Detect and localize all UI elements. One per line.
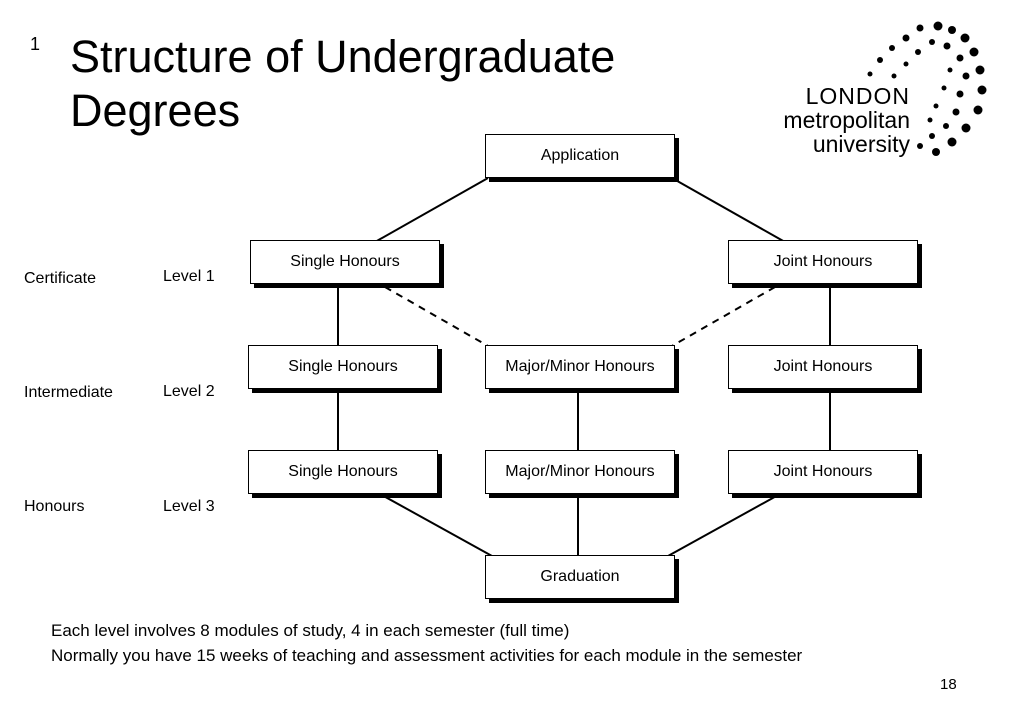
page-number: 18 (940, 676, 957, 693)
logo-line-3: university (812, 131, 910, 157)
connector-joint-graduation (667, 493, 781, 557)
node-major-minor-level-2: Major/Minor Honours (485, 345, 675, 389)
level-label-1: Level 1 (163, 268, 215, 285)
node-joint-honours-level-3: Joint Honours (728, 450, 918, 494)
title-line-2: Degrees (70, 85, 241, 136)
award-label-intermediate: Intermediate (24, 384, 113, 401)
node-single-honours-level-1: Single Honours (250, 240, 440, 284)
award-label-honours: Honours (24, 498, 85, 515)
logo-line-1: LONDON (805, 83, 910, 109)
node-single-honours-level-3: Single Honours (248, 450, 438, 494)
connector-single-major-dashed (384, 286, 489, 347)
dot-spiral-icon (867, 21, 987, 156)
node-application: Application (485, 134, 675, 178)
node-joint-honours-level-1: Joint Honours (728, 240, 918, 284)
node-major-minor-level-3: Major/Minor Honours (485, 450, 675, 494)
node-joint-honours-level-2: Joint Honours (728, 345, 918, 389)
page-title: Structure of Undergraduate Degrees (70, 30, 750, 138)
node-single-honours-level-2: Single Honours (248, 345, 438, 389)
note-modules: Each level involves 8 modules of study, … (51, 621, 570, 640)
connector-application-single (374, 177, 489, 243)
award-label-certificate: Certificate (24, 270, 97, 287)
university-logo: LONDON metropolitan university (760, 14, 1000, 164)
logo-line-2: metropolitan (783, 107, 910, 133)
note-weeks: Normally you have 15 weeks of teaching a… (51, 646, 803, 665)
node-graduation: Graduation (485, 555, 675, 599)
connector-single-graduation (379, 493, 493, 557)
slide-number-superscript: 1 (30, 34, 41, 54)
title-line-1: Structure of Undergraduate (70, 31, 616, 82)
connector-joint-major-dashed (671, 286, 776, 347)
level-label-2: Level 2 (163, 383, 215, 400)
level-label-3: Level 3 (163, 498, 215, 515)
connector-application-joint (671, 177, 786, 243)
